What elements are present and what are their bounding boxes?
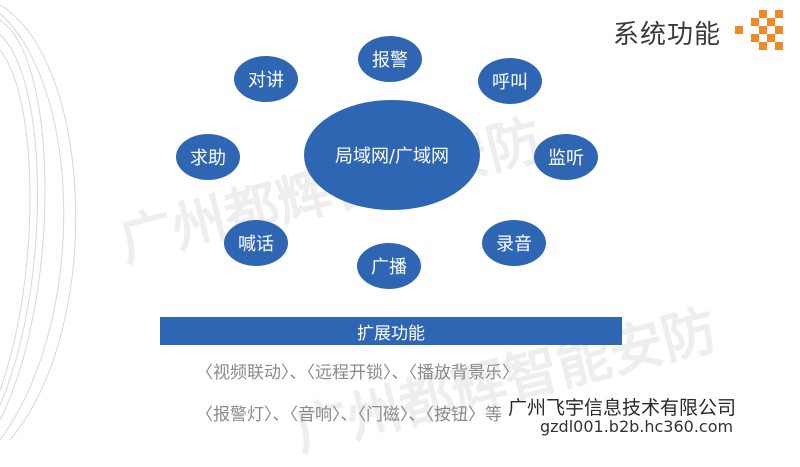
node-intercom: 对讲: [234, 56, 298, 102]
extension-list-line: 〈视频联动〉、〈远程开锁〉、〈播放背景乐〉: [196, 363, 519, 383]
node-record: 录音: [482, 220, 546, 266]
checker-logo-icon: [735, 10, 783, 50]
node-alarm: 报警: [358, 36, 422, 82]
node-help: 求助: [176, 134, 240, 180]
extension-list-line: 〈报警灯〉、〈音响〉、〈门磁〉、〈按钮〉等: [196, 405, 502, 425]
node-broadcast: 广播: [357, 243, 421, 289]
node-shout: 喊话: [224, 220, 288, 266]
node-monitor: 监听: [534, 134, 598, 180]
company-name: 广州飞宇信息技术有限公司: [508, 397, 737, 419]
site-url: gzdl001.b2b.hc360.com: [540, 417, 734, 436]
node-call: 呼叫: [478, 58, 542, 104]
page-title: 系统功能: [613, 20, 722, 50]
network-center-node: 局域网/广域网: [304, 100, 480, 210]
background-arcs: [0, 4, 77, 440]
extension-title-bar: 扩展功能: [160, 317, 622, 345]
